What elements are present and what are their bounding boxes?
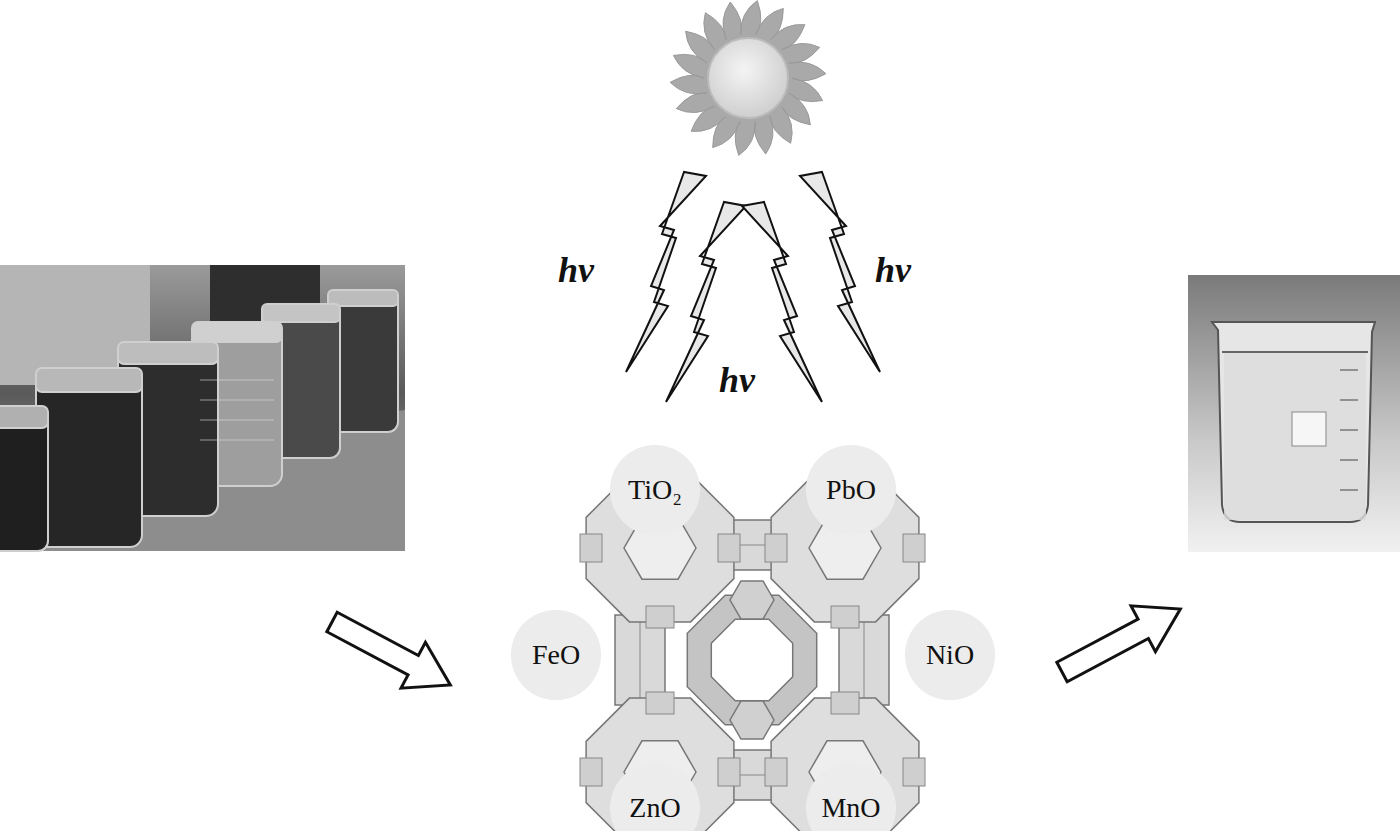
oxide-circle: FeO (510, 609, 602, 701)
flow-arrow (320, 599, 463, 708)
oxide-circle: NiO (904, 609, 996, 701)
photon-label: hv (558, 249, 594, 291)
oxide-circle: ZnO (609, 762, 701, 831)
oxide-circle: TiO₂ (609, 444, 701, 536)
clean-water-photo (1188, 275, 1400, 552)
oxide-circle: PbO (805, 444, 897, 536)
oxide-label: ZnO (629, 792, 680, 824)
oxide-label: MnO (821, 792, 880, 824)
light-bolts (626, 172, 880, 402)
oxide-label: TiO₂ (628, 474, 682, 506)
photon-label: hv (875, 249, 911, 291)
sun-icon (670, 1, 826, 156)
oxide-label: PbO (826, 474, 876, 506)
oxide-circle: MnO (805, 762, 897, 831)
oxide-label: NiO (926, 639, 974, 671)
dirty-water-photo (0, 265, 405, 551)
oxide-label: FeO (532, 639, 580, 671)
flow-arrow (1050, 586, 1193, 695)
photon-label: hv (719, 359, 755, 401)
